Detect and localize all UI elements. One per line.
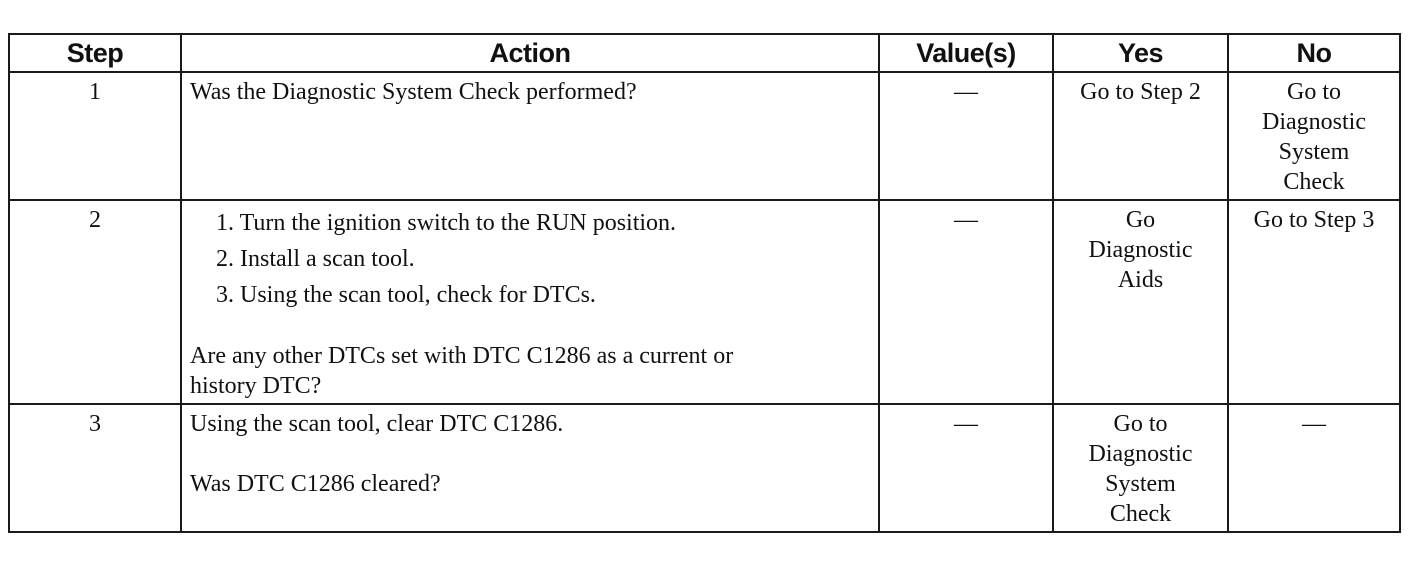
yes-cell: Go Diagnostic Aids bbox=[1052, 199, 1229, 405]
action-cell: 1. Turn the ignition switch to the RUN p… bbox=[180, 199, 880, 405]
action-instruction: Using the scan tool, clear DTC C1286. bbox=[190, 411, 564, 437]
no-cell: — bbox=[1227, 403, 1401, 533]
action-steps-list: 1. Turn the ignition switch to the RUN p… bbox=[190, 205, 870, 313]
action-question: Was DTC C1286 cleared? bbox=[190, 471, 441, 497]
table-header-row: Step Action Value(s) Yes No bbox=[8, 33, 1401, 73]
yes-line: Aids bbox=[1117, 267, 1164, 293]
step-number: 1 bbox=[8, 71, 182, 201]
no-line: Go to bbox=[1287, 79, 1341, 105]
step-number: 3 bbox=[8, 403, 182, 533]
values-cell: — bbox=[878, 199, 1054, 405]
yes-line: Diagnostic bbox=[1088, 237, 1193, 263]
action-cell: Using the scan tool, clear DTC C1286. Wa… bbox=[180, 403, 880, 533]
no-line: System bbox=[1278, 139, 1350, 165]
no-line: Check bbox=[1283, 169, 1345, 195]
header-values: Value(s) bbox=[878, 33, 1054, 73]
values-cell: — bbox=[878, 403, 1054, 533]
yes-cell: Go to Step 2 bbox=[1052, 71, 1229, 201]
values-dash: — bbox=[954, 79, 978, 105]
step-number: 2 bbox=[8, 199, 182, 405]
table-row: 1 Was the Diagnostic System Check perfor… bbox=[8, 71, 1401, 201]
action-step-item: 1. Turn the ignition switch to the RUN p… bbox=[216, 210, 677, 236]
header-yes: Yes bbox=[1052, 33, 1229, 73]
action-step-item: 2. Install a scan tool. bbox=[216, 246, 415, 272]
action-question-line: Are any other DTCs set with DTC C1286 as… bbox=[190, 343, 734, 369]
yes-line: Go bbox=[1125, 207, 1156, 233]
action-question: Was the Diagnostic System Check performe… bbox=[190, 79, 637, 105]
yes-line: Go to bbox=[1113, 411, 1168, 437]
no-text: Go to Step 3 bbox=[1253, 207, 1375, 233]
values-dash: — bbox=[954, 411, 978, 437]
action-question-line: history DTC? bbox=[190, 373, 322, 399]
yes-line: Diagnostic bbox=[1088, 441, 1193, 467]
yes-cell: Go to Diagnostic System Check bbox=[1052, 403, 1229, 533]
values-dash: — bbox=[954, 207, 978, 233]
table-row: 3 Using the scan tool, clear DTC C1286. … bbox=[8, 403, 1401, 533]
spacer bbox=[190, 313, 870, 341]
action-cell: Was the Diagnostic System Check performe… bbox=[180, 71, 880, 201]
header-step: Step bbox=[8, 33, 182, 73]
yes-text: Go to Step 2 bbox=[1080, 79, 1201, 105]
spacer bbox=[190, 439, 870, 469]
values-cell: — bbox=[878, 71, 1054, 201]
header-action: Action bbox=[180, 33, 880, 73]
no-line: Diagnostic bbox=[1262, 109, 1366, 135]
yes-line: Check bbox=[1109, 501, 1172, 527]
no-cell: Go to Diagnostic System Check bbox=[1227, 71, 1401, 201]
action-step-item: 3. Using the scan tool, check for DTCs. bbox=[216, 282, 596, 308]
yes-line: System bbox=[1105, 471, 1176, 497]
diagnostic-table: Step Action Value(s) Yes No 1 Was the Di… bbox=[8, 33, 1401, 533]
no-dash: — bbox=[1302, 411, 1326, 437]
no-cell: Go to Step 3 bbox=[1227, 199, 1401, 405]
header-no: No bbox=[1227, 33, 1401, 73]
table-row: 2 1. Turn the ignition switch to the RUN… bbox=[8, 199, 1401, 405]
